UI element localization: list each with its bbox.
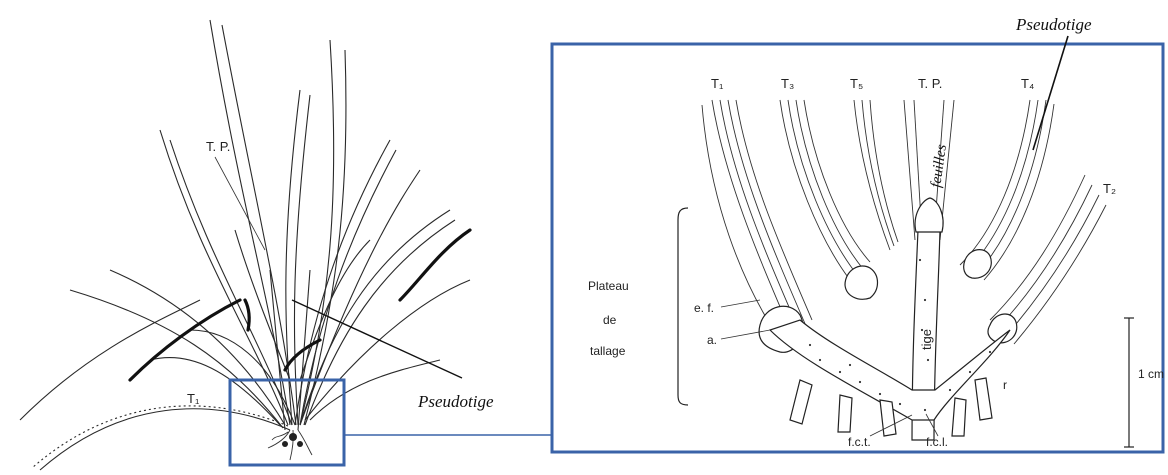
bracket-label-line-1: Plateau	[588, 279, 629, 293]
tiller-label-t3: T₃	[781, 76, 794, 91]
pseudostem-callout-right: Pseudotige	[1015, 15, 1092, 34]
a-label: a.	[707, 333, 717, 347]
pseudostem-callout-left: Pseudotige	[417, 392, 494, 411]
tiller-label-t1: T₁	[711, 76, 724, 91]
ef-label: e. f.	[694, 301, 714, 315]
bracket-label-line-3: tallage	[590, 344, 626, 358]
stem-label: tige	[919, 329, 934, 350]
detail-frame	[552, 44, 1163, 452]
fct-label: f.c.t.	[848, 435, 871, 449]
scale-label: 1 cm	[1138, 367, 1164, 381]
tiller-label-t2: T₂	[1103, 181, 1116, 196]
bracket-label-line-2: de	[603, 313, 617, 327]
tiller-label-t5: T₅	[850, 76, 863, 91]
tiller-1-label: T₁	[187, 391, 200, 406]
tiller-label-t4: T₄	[1021, 76, 1034, 91]
r-label: r	[1003, 378, 1007, 392]
tiller-label-tp: T. P.	[918, 76, 942, 91]
main-tiller-label: T. P.	[206, 139, 230, 154]
fcl-label: f.c.l.	[926, 435, 948, 449]
whole-plant-drawing	[20, 20, 470, 470]
